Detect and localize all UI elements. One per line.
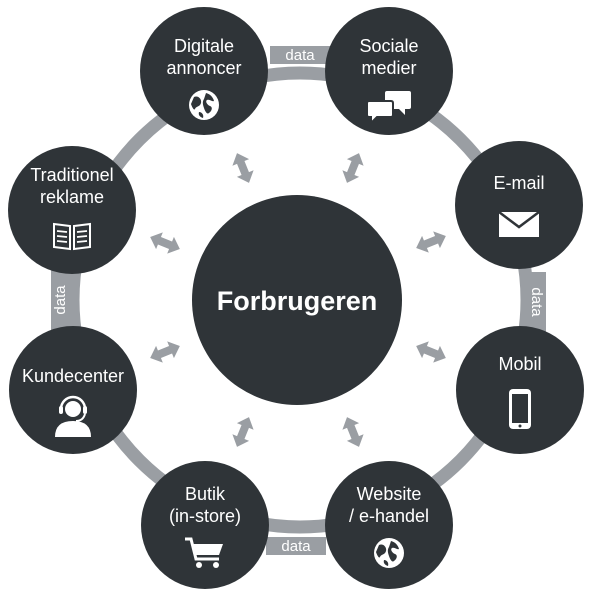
node-e-mail[interactable]: E-mail: [455, 141, 583, 269]
node-label-line: Kundecenter: [22, 366, 124, 386]
arrow-traditionel-reklame: [146, 228, 184, 258]
node-sociale-medier[interactable]: Sociale medier: [325, 7, 453, 135]
node-label-line: annoncer: [166, 58, 241, 78]
node-label-line: Butik: [185, 484, 226, 504]
node-kundecenter[interactable]: Kundecenter: [9, 326, 137, 454]
ring-label-data-right: data: [528, 272, 546, 332]
outer-ring: [66, 66, 534, 534]
arrow-butik: [228, 413, 258, 451]
ring-label-data-left: data: [51, 270, 69, 330]
node-label-line: medier: [361, 58, 416, 78]
smartphone-icon: [509, 389, 531, 429]
node-digitale-annoncer[interactable]: Digitale annoncer: [140, 7, 268, 135]
node-traditionel-reklame[interactable]: Traditionel reklame: [8, 146, 136, 274]
arrow-e-mail: [412, 227, 450, 257]
node-label-line: Mobil: [498, 354, 541, 374]
ring-label-data-bottom: data: [266, 537, 326, 555]
arrow-digitale-annoncer: [228, 149, 258, 187]
node-label-line: (in-store): [169, 506, 241, 526]
node-label-line: / e-handel: [349, 506, 429, 526]
node-label-line: Digitale: [174, 36, 234, 56]
shopping-cart-icon: [185, 537, 223, 568]
chat-bubbles-icon: [366, 91, 411, 126]
node-website[interactable]: Website / e-handel: [325, 461, 453, 589]
node-butik[interactable]: Butik (in-store): [141, 461, 269, 589]
node-mobil[interactable]: Mobil: [456, 326, 584, 454]
center-label: Forbrugeren: [217, 286, 378, 316]
node-label-line: E-mail: [493, 173, 544, 193]
headset-agent-icon: [55, 395, 91, 437]
node-label-line: Website: [357, 484, 422, 504]
arrow-kundecenter: [146, 337, 184, 367]
newspaper-icon: [53, 222, 91, 251]
svg-text:data: data: [285, 47, 315, 64]
node-label-line: Traditionel: [30, 165, 113, 185]
globe-icon: [189, 90, 219, 120]
node-label-line: reklame: [40, 187, 104, 207]
svg-text:data: data: [528, 287, 545, 317]
svg-text:data: data: [281, 538, 311, 555]
node-label-line: Sociale: [359, 36, 418, 56]
envelope-icon: [498, 211, 540, 237]
ring-label-data-top: data: [270, 46, 330, 64]
globe-icon: [374, 538, 404, 568]
arrow-website: [338, 413, 368, 451]
arrow-mobil: [412, 337, 450, 367]
arrow-sociale-medier: [338, 149, 368, 187]
svg-text:data: data: [52, 285, 69, 315]
center-node: Forbrugeren: [192, 195, 402, 405]
